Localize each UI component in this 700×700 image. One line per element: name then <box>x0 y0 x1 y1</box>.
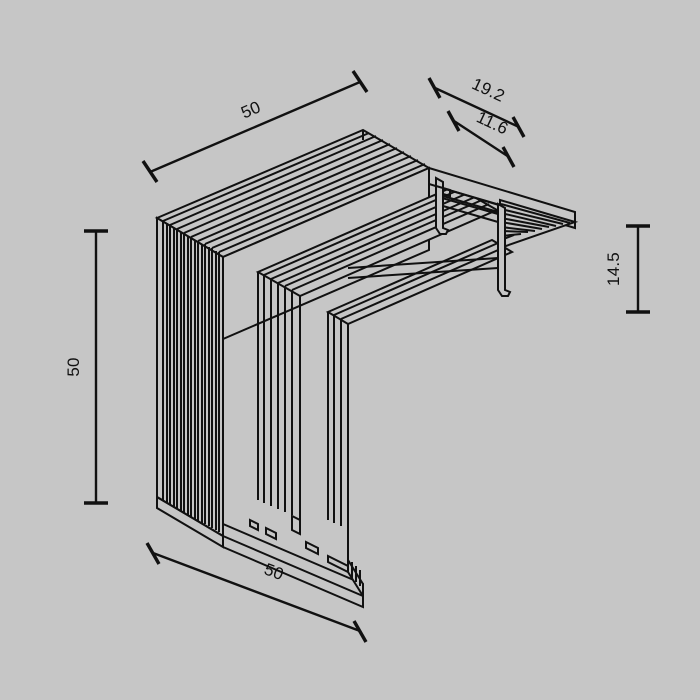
dimension-height-right <box>626 224 650 314</box>
base-clip-notches <box>249 514 349 574</box>
dimension-depth-outer <box>427 77 526 138</box>
top-face-fins <box>154 128 432 259</box>
dimension-label-height-right: 14.5 <box>604 252 623 286</box>
dimension-depth-inner <box>446 110 516 168</box>
dimension-top-width <box>141 70 369 183</box>
part-geometry <box>154 128 579 609</box>
dimension-annotations <box>84 70 650 643</box>
dimension-height-left <box>84 229 108 505</box>
dimension-label-height-left: 50 <box>64 357 83 376</box>
clip-hook-details <box>347 176 512 297</box>
dimension-bottom-width <box>145 542 368 643</box>
left-face-fins <box>156 216 224 538</box>
right-flange-fins <box>499 198 579 250</box>
lower-right-fins <box>347 556 364 600</box>
